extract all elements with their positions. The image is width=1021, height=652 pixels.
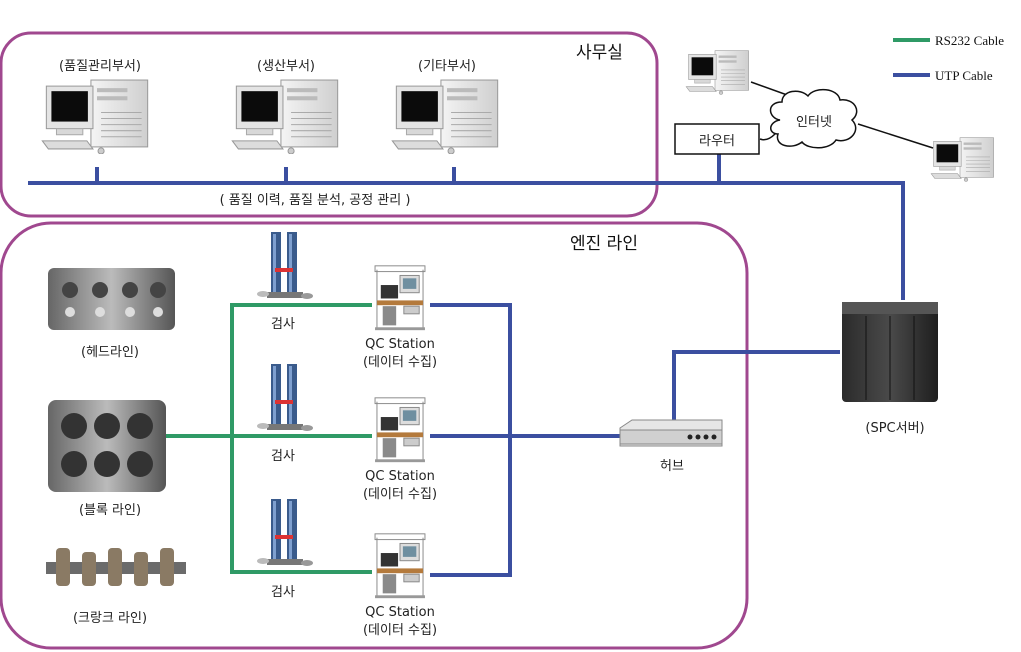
dept-other-label: (기타부서) — [418, 59, 476, 74]
remote-pc-2-icon — [930, 137, 994, 182]
internet-cloud-icon — [769, 88, 858, 149]
hub-label: 허브 — [660, 459, 684, 474]
qc-station-icon-3 — [374, 533, 426, 599]
qc-station-title-1: QC Station — [365, 337, 435, 352]
legend-utp-label: UTP Cable — [935, 68, 993, 83]
other-dept-pc-icon — [391, 79, 499, 154]
inspection-device-icon-2 — [257, 364, 313, 431]
office-region — [0, 31, 659, 218]
inspection-label-1: 검사 — [271, 317, 295, 332]
crank-part-icon — [46, 548, 186, 586]
quality-dept-pc-icon — [41, 79, 149, 154]
crank-line-label: (크랑크 라인) — [73, 611, 147, 626]
qc-station-sub-3: (데이터 수집) — [363, 623, 437, 638]
office-title: 사무실 — [576, 43, 623, 63]
internet-label: 인터넷 — [796, 115, 832, 130]
engine-line-region — [0, 221, 749, 650]
qc-station-icon-1 — [374, 265, 426, 331]
spc-server-icon — [842, 302, 938, 402]
rs232-cables — [166, 303, 372, 574]
hub-icon — [619, 419, 723, 447]
router-label: 라우터 — [699, 134, 735, 149]
engine-line-title: 엔진 라인 — [570, 234, 638, 254]
legend-rs232-label: RS232 Cable — [935, 33, 1004, 48]
inspection-device-icon-1 — [257, 232, 313, 299]
dept-quality-label: (품질관리부서) — [59, 59, 141, 74]
block-part-icon — [48, 400, 166, 492]
qc-station-sub-1: (데이터 수집) — [363, 355, 437, 370]
remote-pc-icon — [685, 50, 749, 95]
head-part-icon — [48, 268, 175, 330]
qc-station-title-2: QC Station — [365, 469, 435, 484]
qc-station-sub-2: (데이터 수집) — [363, 487, 437, 502]
office-caption: ( 품질 이력, 품질 분석, 공정 관리 ) — [220, 193, 411, 208]
utp-cables — [28, 152, 905, 577]
inspection-label-3: 검사 — [271, 585, 295, 600]
block-line-label: (블록 라인) — [79, 503, 141, 518]
qc-station-title-3: QC Station — [365, 605, 435, 620]
qc-station-icon-2 — [374, 397, 426, 463]
router-box — [674, 123, 760, 155]
production-dept-pc-icon — [231, 79, 339, 154]
spc-server-label: (SPC서버) — [865, 421, 924, 436]
inspection-device-icon-3 — [257, 499, 313, 566]
inspection-label-2: 검사 — [271, 449, 295, 464]
dept-production-label: (생산부서) — [257, 59, 315, 74]
head-line-label: (헤드라인) — [81, 345, 139, 360]
